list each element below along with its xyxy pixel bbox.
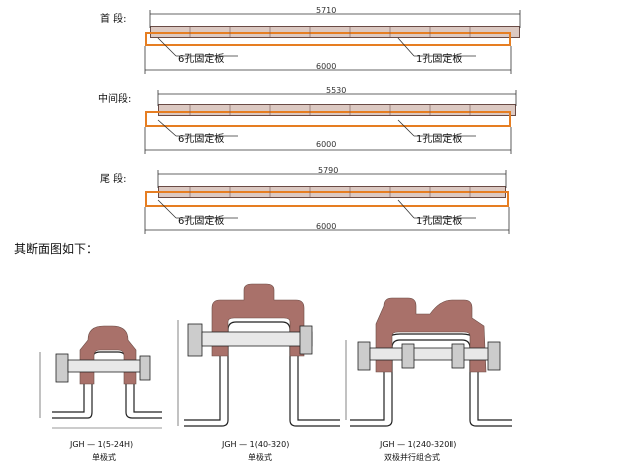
- segment-bottom-dim-middle: 6000: [316, 140, 337, 149]
- section-type-3: 双极并行组合式: [384, 453, 440, 462]
- conductor-1: [79, 325, 137, 385]
- segment-label-middle: 中间段:: [98, 94, 132, 105]
- section-model-3: JGH — 1(240-320Ⅱ): [380, 440, 457, 449]
- fixing-plate-head: [145, 32, 511, 46]
- six-hole-plate-note-middle: 6孔固定板: [178, 134, 225, 145]
- segment-label-tail: 尾 段:: [100, 174, 127, 185]
- fixing-plate-tail: [145, 191, 509, 207]
- section-type-1: 单极式: [92, 453, 116, 462]
- segment-bottom-dim-tail: 6000: [316, 222, 337, 231]
- six-hole-plate-note-tail: 6孔固定板: [178, 216, 225, 227]
- segment-label-head: 首 段:: [100, 14, 127, 25]
- rail-bar-middle: [158, 104, 516, 116]
- fixing-plate-middle: [145, 111, 511, 127]
- conductor-2: [211, 283, 305, 357]
- one-hole-plate-note-middle: 1孔固定板: [416, 134, 463, 145]
- bolt-1: [55, 353, 151, 383]
- section-heading: 其断面图如下：: [14, 242, 99, 256]
- segment-top-dim-middle: 5530: [326, 86, 347, 95]
- segment-top-dim-tail: 5790: [318, 166, 339, 175]
- section-type-2: 单极式: [248, 453, 272, 462]
- six-hole-plate-note-head: 6孔固定板: [178, 54, 225, 65]
- one-hole-plate-note-tail: 1孔固定板: [416, 216, 463, 227]
- segment-bottom-dim-head: 6000: [316, 62, 337, 71]
- one-hole-plate-note-head: 1孔固定板: [416, 54, 463, 65]
- section-model-2: JGH — 1(40-320): [222, 440, 290, 449]
- conductor-3: [375, 297, 487, 373]
- bolt-2: [187, 323, 313, 357]
- bolt-3: [357, 341, 501, 371]
- segment-top-dim-head: 5710: [316, 6, 337, 15]
- section-model-1: JGH — 1(5-24H): [70, 440, 134, 449]
